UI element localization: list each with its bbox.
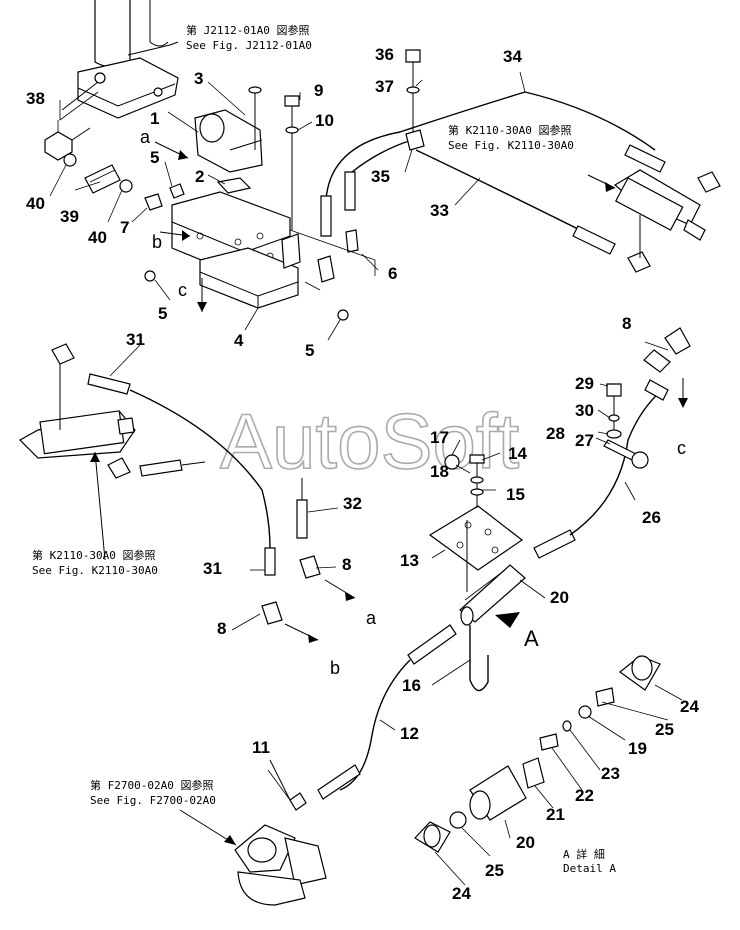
callout-37: 37 [375,77,394,96]
callout-4: 4 [234,331,244,350]
callout-15: 15 [506,485,525,504]
elbow-fitting-38 [44,81,99,161]
callout-18: 18 [430,462,449,481]
callout-14: 14 [508,444,527,463]
callout-12: 12 [400,724,419,743]
hose-26 [533,327,691,559]
detail-a-en: Detail A [563,862,616,875]
callout-11: 11 [252,738,270,757]
callout-numbers: 1 2 3 4 5 5 5 6 7 8 8 8 9 10 11 12 13 14… [26,45,699,903]
ref-k2110-top-jp: 第 K2110-30A0 図参照 [448,123,571,137]
plate-assembly [428,454,524,592]
connector-20 [459,564,526,692]
ref-j2112-jp: 第 J2112-01A0 図参照 [186,23,309,37]
letter-b-top: b [152,232,162,252]
ref-k2110-left-en: See Fig. K2110-30A0 [32,564,158,577]
cylinder-top-right [587,169,721,273]
callout-29: 29 [575,374,594,393]
letter-c-right: c [677,438,686,458]
callout-38: 38 [26,89,45,108]
callout-5c: 5 [305,341,314,360]
callout-23: 23 [601,764,620,783]
callout-17: 17 [430,428,449,447]
callout-36: 36 [375,45,394,64]
callout-1: 1 [150,109,159,128]
callout-20a: 20 [550,588,569,607]
letter-A-arrow: A [524,626,539,651]
callout-9: 9 [314,81,323,100]
nut-40b [119,179,133,193]
callout-24a: 24 [680,697,699,716]
callout-33: 33 [430,201,449,220]
nut-40a [63,153,77,167]
hoses-top [320,49,666,255]
callout-35: 35 [371,167,390,186]
flow-arrows-top [154,141,207,312]
callout-6: 6 [388,264,397,283]
letter-a-top: a [140,127,151,147]
callout-16: 16 [402,676,421,695]
callout-34: 34 [503,47,522,66]
callout-21: 21 [546,805,565,824]
callout-5b: 5 [158,304,167,323]
callout-39: 39 [60,207,79,226]
cylinder-left [19,343,206,561]
solenoid-valve-assembly [144,86,376,321]
letter-a-right: a [366,608,377,628]
hose-12 [269,624,457,811]
ref-j2112-en: See Fig. J2112-01A0 [186,39,312,52]
callout-20b: 20 [516,833,535,852]
ref-f2700-jp: 第 F2700-02A0 図参照 [90,778,213,792]
detail-a-jp: A 詳 細 [563,847,605,861]
callout-25b: 25 [485,861,504,880]
letter-b-low: b [330,658,340,678]
callout-8c: 8 [217,619,226,638]
callout-8b: 8 [342,555,351,574]
callout-7: 7 [120,218,129,237]
detail-a-parts [414,655,661,853]
callout-27: 27 [575,431,594,450]
callout-40b: 40 [88,228,107,247]
callout-32: 32 [343,494,362,513]
callout-8a: 8 [622,314,631,333]
callout-19: 19 [628,739,647,758]
hoses-left [87,373,356,643]
callout-31b: 31 [203,559,222,578]
callout-30: 30 [575,401,594,420]
callout-26: 26 [642,508,661,527]
hose-39 [84,164,121,194]
callout-3: 3 [194,69,203,88]
callout-13: 13 [400,551,419,570]
callout-40a: 40 [26,194,45,213]
ref-k2110-top-en: See Fig. K2110-30A0 [448,139,574,152]
callout-2: 2 [195,167,204,186]
callout-5a: 5 [150,148,159,167]
watermark: AutoSoft [220,397,520,485]
mount-column [77,0,179,119]
callout-31a: 31 [126,330,145,349]
callout-25a: 25 [655,720,674,739]
ref-k2110-left-jp: 第 K2110-30A0 図参照 [32,548,155,562]
fitting-f2700 [179,809,327,906]
callout-10: 10 [315,111,334,130]
callout-22: 22 [575,786,594,805]
ref-f2700-en: See Fig. F2700-02A0 [90,794,216,807]
callout-24b: 24 [452,884,471,903]
leader-lines [49,71,683,886]
callout-28-visible: 28 [546,424,565,443]
letter-c-top: c [178,280,187,300]
